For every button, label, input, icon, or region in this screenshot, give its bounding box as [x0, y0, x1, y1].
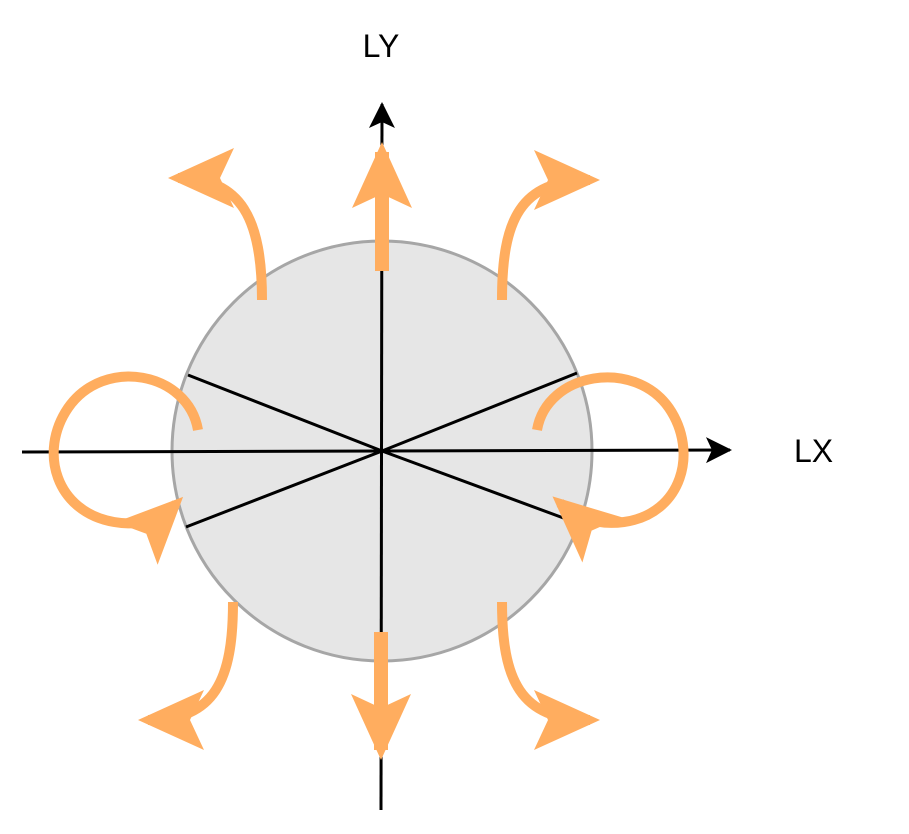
rotation-arrow-left	[48, 371, 203, 565]
spoke-line-lower-right	[381, 449, 578, 525]
spoke-line-lower-left	[185, 449, 383, 529]
x-axis-line	[21, 437, 732, 464]
rotation-arrow-right	[532, 372, 689, 563]
flow-arrow-lower-right	[497, 601, 600, 750]
flow-arrow-lower-left	[138, 601, 238, 750]
spoke-line-upper-right	[381, 371, 578, 453]
spoke-line-upper-left	[187, 373, 383, 453]
x-axis-label: LX	[794, 433, 833, 469]
flow-arrow-upper-left	[168, 148, 267, 301]
flow-arrow-upper-right	[497, 150, 600, 301]
y-axis-label: LY	[363, 28, 400, 64]
